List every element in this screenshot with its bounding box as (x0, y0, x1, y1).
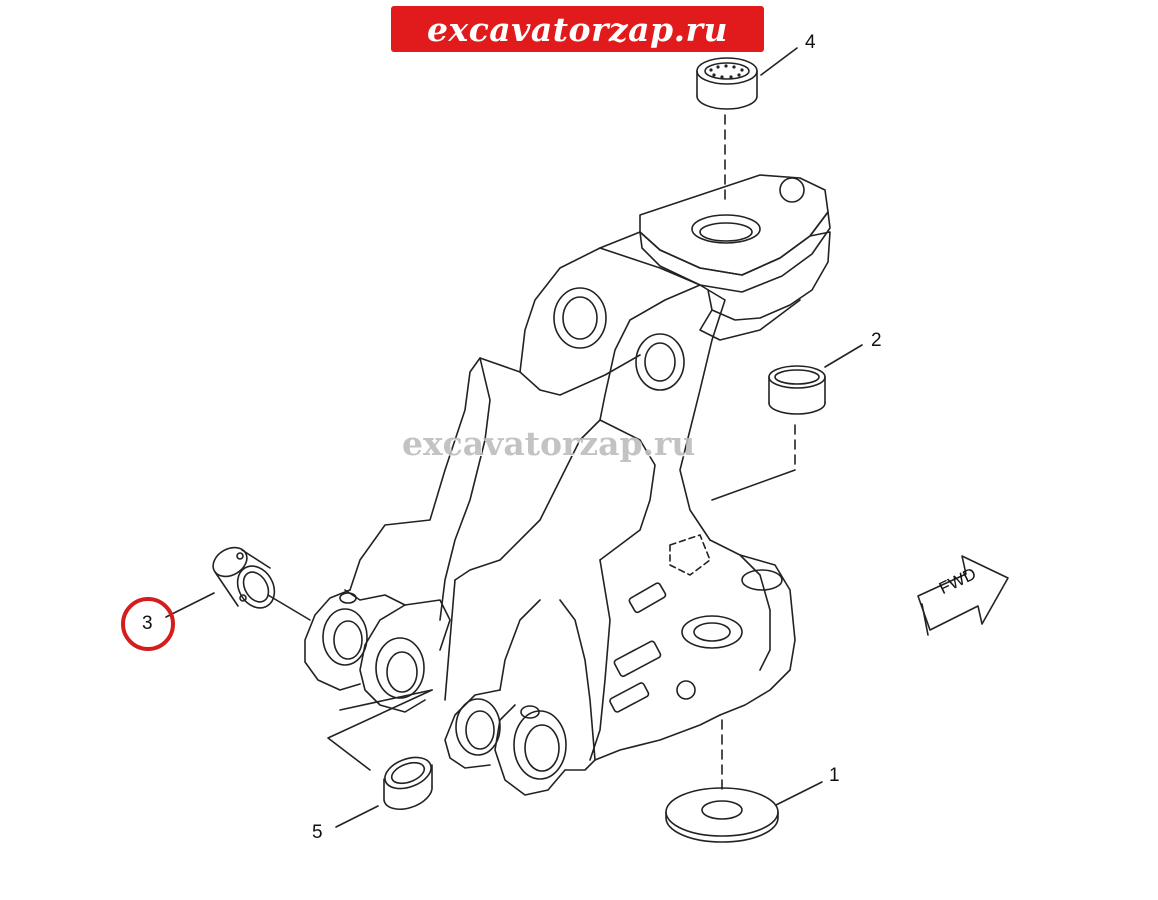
callout-3-highlight (121, 597, 175, 651)
site-banner: excavatorzap.ru (391, 6, 764, 52)
swing-bracket (304, 174, 831, 796)
bushing-part-2 (768, 365, 826, 415)
watermark-text: excavatorzap.ru (402, 424, 696, 463)
banner-text: excavatorzap.ru (427, 10, 728, 49)
callout-2: 2 (871, 330, 882, 351)
bushing-part-4 (696, 57, 758, 110)
callout-1: 1 (829, 765, 840, 786)
callout-5: 5 (312, 822, 323, 843)
bushing-part-3 (212, 546, 276, 609)
callout-4: 4 (805, 32, 816, 53)
callout-3: 3 (142, 613, 153, 634)
washer-part-1 (665, 787, 779, 843)
bushing-part-5 (383, 756, 433, 811)
fwd-arrow-icon (917, 555, 1009, 636)
